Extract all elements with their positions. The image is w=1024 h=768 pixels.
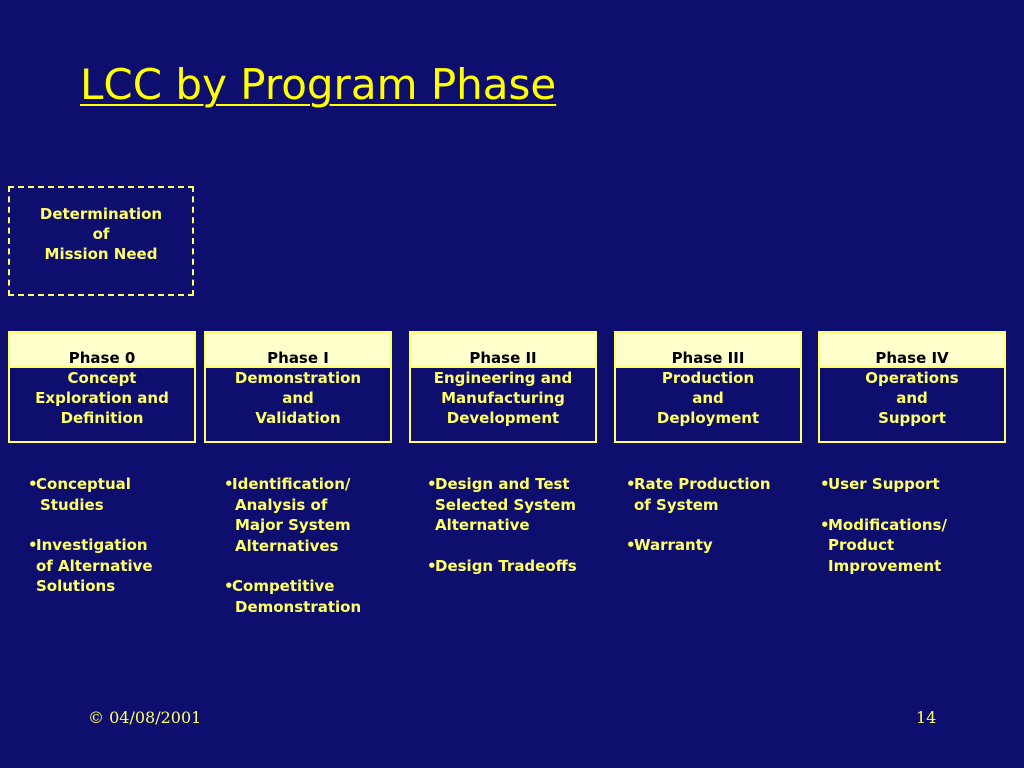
bullet-dot-icon: • — [28, 475, 38, 493]
phase-line: Exploration and — [35, 389, 169, 407]
bullet-item: • Competitive Demonstration — [224, 576, 361, 617]
bullet-line: Investigation — [36, 536, 148, 554]
phase-line: and — [896, 389, 928, 407]
phase-4-activities: • User Support • Modifications/ Product … — [820, 474, 947, 596]
phase-line: Support — [878, 409, 946, 427]
bullet-item: • Conceptual Studies — [28, 474, 153, 515]
bullet-dot-icon: • — [427, 556, 437, 575]
bullet-line: of System — [634, 495, 719, 514]
phase-line: and — [692, 389, 724, 407]
page-number: 14 — [916, 708, 937, 727]
phase-2-box: Phase II Engineering and Manufacturing D… — [409, 331, 597, 443]
phase-description: Demonstration and Validation — [206, 368, 390, 428]
bullet-dot-icon: • — [28, 536, 38, 554]
bullet-line: Studies — [40, 495, 104, 514]
bullet-dot-icon: • — [626, 475, 636, 493]
bullet-dot-icon: • — [224, 577, 234, 595]
phase-description: Production and Deployment — [616, 368, 800, 428]
bullet-dot-icon: • — [427, 475, 437, 493]
bullet-line: Improvement — [828, 556, 942, 575]
bullet-item: • Design and Test Selected System Altern… — [427, 474, 577, 536]
bullet-item: • Rate Production of System — [626, 474, 771, 515]
phase-2-activities: • Design and Test Selected System Altern… — [427, 474, 577, 596]
mission-line: Mission Need — [44, 245, 158, 263]
phase-header: Phase I — [206, 333, 390, 368]
phase-line: Development — [446, 409, 560, 427]
phase-line: Demonstration — [234, 369, 362, 387]
phase-0-box: Phase 0 Concept Exploration and Definiti… — [8, 331, 196, 443]
mission-line: Determination — [39, 205, 163, 223]
phase-line: Concept — [67, 369, 137, 387]
phase-0-activities: • Conceptual Studies • Investigation of … — [28, 474, 153, 617]
bullet-line: Alternative — [435, 516, 530, 534]
bullet-line: of Alternative — [36, 556, 153, 575]
footer-date: © 04/08/2001 — [88, 708, 202, 727]
bullet-item: • Modifications/ Product Improvement — [820, 515, 947, 577]
bullet-dot-icon: • — [626, 536, 636, 554]
phase-header: Phase 0 — [10, 333, 194, 368]
phase-1-box: Phase I Demonstration and Validation — [204, 331, 392, 443]
phase-3-box: Phase III Production and Deployment — [614, 331, 802, 443]
bullet-line: Product — [828, 536, 895, 554]
bullet-line: Modifications/ — [828, 515, 947, 534]
phase-header: Phase IV — [820, 333, 1004, 368]
phase-3-activities: • Rate Production of System • Warranty — [626, 474, 771, 576]
slide-title: LCC by Program Phase — [80, 60, 557, 109]
phase-line: Deployment — [656, 409, 760, 427]
phase-line: Validation — [255, 409, 341, 427]
phase-line: Manufacturing — [441, 389, 565, 407]
bullet-item: • Investigation of Alternative Solutions — [28, 535, 153, 597]
mission-need-box: Determination of Mission Need — [8, 186, 194, 296]
bullet-line: User Support — [828, 475, 940, 493]
phase-line: Definition — [60, 409, 144, 427]
bullet-item: • Design Tradeoffs — [427, 556, 577, 577]
phase-description: Engineering and Manufacturing Developmen… — [411, 368, 595, 428]
phase-description: Concept Exploration and Definition — [10, 368, 194, 428]
mission-line: of — [92, 225, 110, 243]
phase-description: Operations and Support — [820, 368, 1004, 428]
phase-line: Engineering and — [433, 369, 573, 387]
phase-header: Phase III — [616, 333, 800, 368]
bullet-item: • User Support — [820, 474, 947, 495]
phase-header: Phase II — [411, 333, 595, 368]
bullet-line: Major System — [235, 516, 351, 534]
phase-line: Production — [661, 369, 755, 387]
bullet-item: • Warranty — [626, 535, 771, 556]
phase-line: and — [282, 389, 314, 407]
bullet-line: Solutions — [36, 577, 116, 595]
phase-4-box: Phase IV Operations and Support — [818, 331, 1006, 443]
bullet-line: Alternatives — [235, 536, 339, 555]
bullet-line: Identification/ — [232, 475, 351, 493]
bullet-line: Selected System — [435, 495, 576, 514]
bullet-line: Design Tradeoffs — [435, 556, 577, 575]
bullet-dot-icon: • — [820, 475, 830, 493]
bullet-item: • Identification/ Analysis of Major Syst… — [224, 474, 361, 556]
bullet-line: Warranty — [634, 536, 713, 554]
bullet-line: Design and Test — [435, 475, 570, 493]
bullet-line: Demonstration — [235, 597, 362, 616]
bullet-dot-icon: • — [224, 475, 234, 493]
bullet-line: Competitive — [232, 577, 335, 595]
bullet-line: Rate Production — [634, 475, 771, 493]
phase-1-activities: • Identification/ Analysis of Major Syst… — [224, 474, 361, 637]
bullet-dot-icon: • — [820, 515, 830, 534]
bullet-line: Analysis of — [235, 495, 328, 514]
bullet-line: Conceptual — [36, 475, 131, 493]
phase-line: Operations — [865, 369, 959, 387]
